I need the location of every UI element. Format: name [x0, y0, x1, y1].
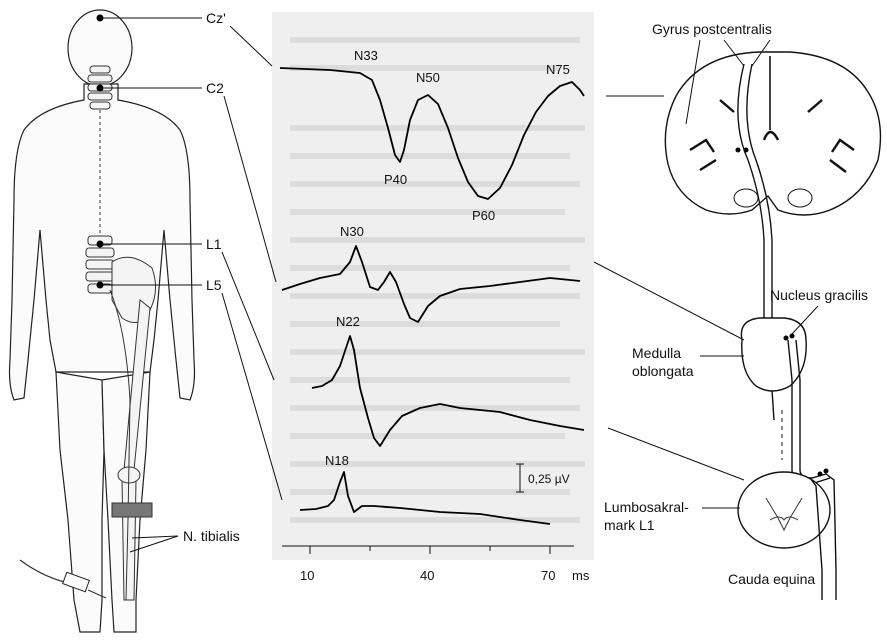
x-tick-70: 70 — [541, 568, 555, 583]
drg-dot-2 — [824, 469, 829, 474]
label-nucleus: Nucleus gracilis — [770, 287, 868, 303]
connector-cz-trace — [230, 26, 272, 66]
connector-trace-medulla — [594, 262, 744, 340]
x-tick-40: 40 — [420, 568, 434, 583]
peak-label-p40: P40 — [384, 172, 407, 187]
knee-band — [112, 503, 152, 517]
nerve-label: N. tibialis — [183, 528, 240, 544]
label-gyrus: Gyrus postcentralis — [652, 21, 772, 37]
electrode-label-cz: Cz' — [206, 10, 226, 26]
thalamus-right — [788, 189, 812, 207]
cortex-synapse — [736, 148, 741, 153]
connector-trace-lumbar — [608, 428, 744, 480]
peak-label-n50: N50 — [416, 70, 440, 85]
nucleus-dot-2 — [790, 334, 795, 339]
label-medulla-2: oblongata — [632, 363, 694, 379]
scale-label: 0,25 µV — [528, 472, 570, 486]
drg-dot-1 — [818, 472, 823, 477]
label-medulla-1: Medulla — [632, 345, 681, 361]
label-lumbosakral-1: Lumbosakral- — [604, 499, 689, 515]
tibia — [122, 480, 136, 600]
connector-l1-trace — [222, 252, 274, 380]
connector-c2-trace — [224, 96, 276, 282]
peak-label-n30: N30 — [340, 224, 364, 239]
electrode-label-c2: C2 — [206, 80, 224, 96]
peak-label-n75: N75 — [546, 62, 570, 77]
nucleus-dot — [784, 336, 789, 341]
cauda-fiber-2 — [826, 474, 836, 600]
ep-panel: N33 N50 N75 P40 P60 N30 N22 N18 0,25 µV … — [272, 12, 594, 583]
anatomy-diagram: Gyrus postcentralis Nucleus gracilis Med… — [594, 21, 880, 600]
label-cauda: Cauda equina — [728, 571, 815, 587]
body-figure: Cz' C2 L1 L5 N. tibialis — [10, 10, 283, 632]
peak-label-n18: N18 — [325, 453, 349, 468]
leader-nucleus — [792, 306, 818, 334]
label-lumbosakral-2: mark L1 — [604, 517, 655, 533]
peak-label-p60: P60 — [472, 208, 495, 223]
electrode-label-l1: L1 — [206, 236, 222, 252]
thalamus-left — [734, 189, 758, 207]
lumbar-cord-section — [738, 472, 830, 548]
x-axis-unit: ms — [572, 568, 590, 583]
x-tick-10: 10 — [300, 568, 314, 583]
peak-label-n22: N22 — [336, 314, 360, 329]
left-leg — [56, 372, 104, 632]
peak-label-n33: N33 — [354, 48, 378, 63]
cortex-synapse-2 — [744, 148, 749, 153]
electrode-label-l5: L5 — [206, 277, 222, 293]
